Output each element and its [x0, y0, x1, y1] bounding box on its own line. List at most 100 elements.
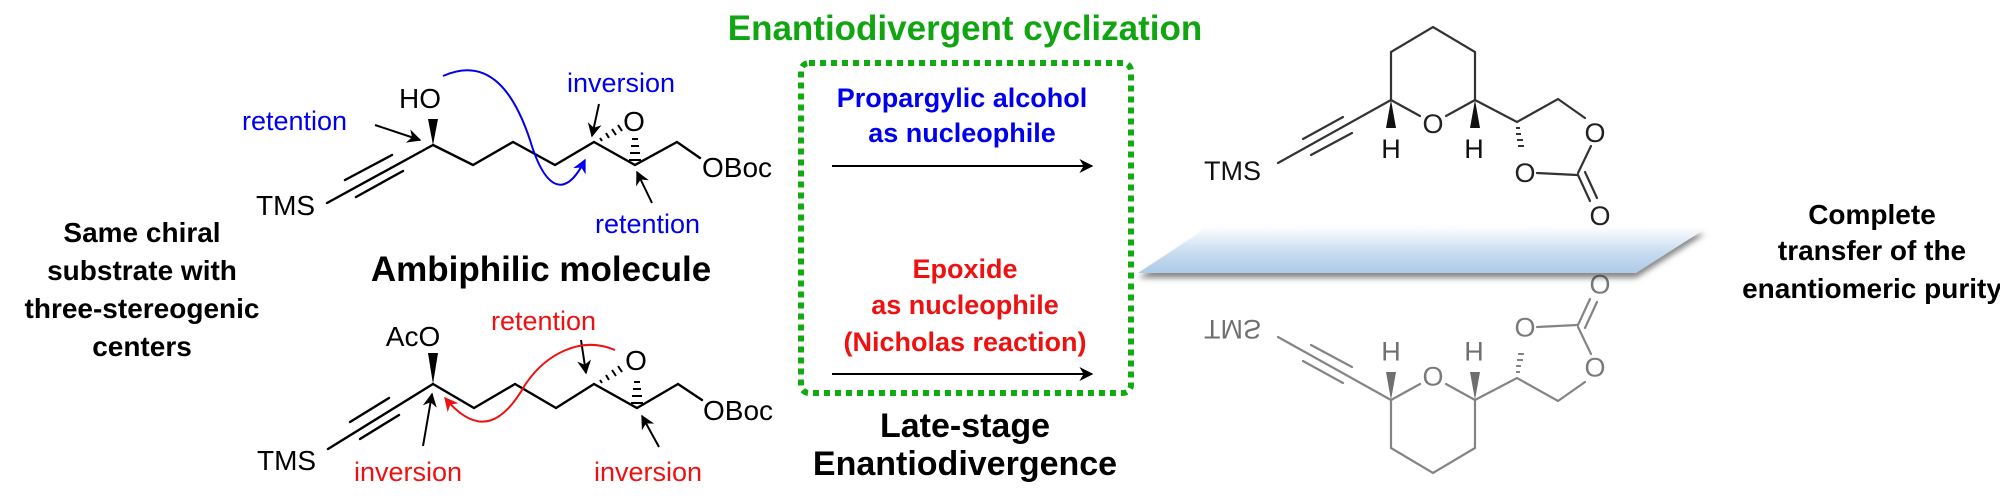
product-carbonate-oxygen-upper: O — [1584, 118, 1605, 148]
left-caption: Same chiral substrate with three-stereog… — [25, 217, 260, 362]
product-hash-bond — [1516, 127, 1524, 147]
reflected-wedge-bond — [1470, 372, 1480, 400]
top-arrow-to-propargylic — [374, 124, 422, 143]
bottom-oboc-label: OBoc — [703, 395, 773, 426]
top-oboc-label: OBoc — [702, 152, 772, 183]
reflected-hash-bond — [1516, 353, 1524, 373]
bottom-inversion-label-right: inversion — [594, 457, 702, 487]
bottom-epoxide-hash-bond — [599, 365, 623, 384]
left-caption-line: three-stereogenic — [25, 293, 260, 324]
product-ring-bond — [1444, 98, 1477, 118]
top-retention-label-right: retention — [595, 209, 700, 239]
reflected-carbonate-oxygen-lower: O — [1514, 312, 1535, 342]
lower-condition-line: as nucleophile — [871, 290, 1059, 320]
top-substrate-structure: HO O OBoc TMS retention inversion retent… — [242, 68, 772, 289]
product-side-chain — [1473, 97, 1587, 124]
top-hydroxyl-label: HO — [399, 83, 441, 114]
product-carbonyl-bond — [1583, 170, 1599, 200]
reflected-carbonate-bond — [1535, 323, 1579, 329]
bottom-nucleophile-arc — [444, 344, 616, 423]
top-inversion-label: inversion — [567, 68, 675, 98]
reflected-ring-bond — [1389, 382, 1422, 402]
bottom-wedge-bond — [428, 353, 438, 384]
reflected-carbonyl-bond — [1576, 297, 1592, 327]
top-carbon-chain — [431, 140, 702, 167]
bottom-alkyne-bond — [358, 413, 401, 441]
top-epoxide-oxygen: O — [623, 106, 645, 137]
upper-condition-line: Propargylic alcohol — [837, 83, 1088, 113]
product-carbonyl-oxygen: O — [1589, 201, 1610, 231]
reflected-product-structure: O H H TMS O O O — [1204, 269, 1611, 475]
top-nucleophile-arc — [442, 69, 586, 186]
bottom-inversion-label-left: inversion — [354, 457, 462, 487]
cyclization-box — [798, 60, 1134, 396]
right-caption: Complete transfer of the enantiomeric pu… — [1742, 199, 2000, 304]
left-caption-line: substrate with — [47, 255, 237, 286]
bottom-arrow-to-propargylic — [422, 392, 437, 447]
upper-condition-line: as nucleophile — [868, 118, 1056, 148]
lower-condition: Epoxide as nucleophile (Nicholas reactio… — [843, 254, 1086, 357]
reflected-h-left: H — [1381, 336, 1401, 366]
top-alkyne-bond — [354, 169, 405, 199]
right-caption-line: enantiomeric purity — [1742, 273, 2000, 304]
top-arrow-to-epoxide-distal — [636, 170, 653, 204]
bottom-acetoxy-label: AcO — [386, 321, 440, 352]
box-caption-line: Enantiodivergence — [813, 445, 1117, 483]
lower-condition-line: Epoxide — [912, 254, 1017, 284]
product-wedge-bond — [1470, 100, 1480, 128]
reflected-h-right: H — [1464, 336, 1484, 366]
upper-condition: Propargylic alcohol as nucleophile — [837, 83, 1088, 148]
reflected-alkyne-bond — [1301, 359, 1345, 385]
lower-condition-line: (Nicholas reaction) — [843, 327, 1086, 357]
reflected-ring-bond — [1444, 382, 1477, 402]
top-alkyne-bond — [325, 143, 435, 205]
bottom-epoxide-hash-bond — [631, 381, 643, 404]
right-caption-line: transfer of the — [1778, 235, 1966, 266]
top-epoxide-hash-bond — [629, 138, 641, 161]
product-carbonate-bond — [1535, 171, 1579, 177]
product-alkyne-bond — [1276, 98, 1393, 165]
reflected-tms-label: TMS — [1204, 314, 1261, 344]
top-tms-label: TMS — [256, 190, 315, 221]
product-tms-label: TMS — [1204, 156, 1261, 186]
bottom-alkyne-bond — [326, 382, 435, 451]
top-molecule-label: Ambiphilic molecule — [371, 250, 711, 289]
product-structure: O H H TMS O O O — [1204, 25, 1611, 231]
box-caption-line: Late-stage — [880, 407, 1050, 445]
bottom-epoxide-oxygen: O — [625, 345, 647, 376]
reflected-alkyne-bond — [1276, 335, 1393, 402]
right-caption-line: Complete — [1808, 199, 1936, 230]
product-ring-bond — [1389, 98, 1422, 118]
bottom-arrow-to-epoxide-distal — [641, 414, 660, 448]
product-h-left: H — [1381, 134, 1401, 164]
mirror-plane — [1138, 226, 1705, 273]
product-carbonate-bond — [1576, 144, 1593, 175]
scheme-title: Enantiodivergent cyclization — [728, 9, 1203, 48]
reflected-alkyne-bond — [1309, 343, 1354, 369]
reflected-carbonate-bond — [1576, 325, 1593, 356]
top-alkyne-bond — [343, 153, 394, 182]
product-alkyne-bond — [1301, 115, 1345, 141]
top-arrow-to-epoxide-proximal — [587, 103, 602, 138]
reflected-carbonyl-bond — [1583, 300, 1599, 330]
product-carbonate-oxygen-lower: O — [1514, 158, 1535, 188]
bottom-tms-label: TMS — [257, 445, 316, 476]
bottom-substrate-structure: AcO O OBoc TMS inversion retention inver… — [257, 306, 773, 487]
product-wedge-bond — [1386, 100, 1396, 128]
top-wedge-bond — [428, 119, 438, 145]
reflected-ring-oxygen: O — [1422, 361, 1443, 391]
top-epoxide-hash-bond — [599, 124, 623, 142]
product-ring-oxygen: O — [1422, 109, 1443, 139]
reflected-wedge-bond — [1386, 372, 1396, 400]
left-caption-line: centers — [92, 331, 192, 362]
bottom-retention-label: retention — [491, 306, 596, 336]
left-caption-line: Same chiral — [63, 217, 220, 248]
reflected-side-chain — [1473, 376, 1587, 403]
bottom-alkyne-bond — [348, 396, 391, 424]
product-alkyne-bond — [1309, 131, 1354, 157]
product-h-right: H — [1464, 134, 1484, 164]
reflected-ring — [1389, 398, 1477, 475]
reflected-carbonate-oxygen-upper: O — [1584, 352, 1605, 382]
reflected-carbonyl-oxygen: O — [1589, 269, 1610, 299]
